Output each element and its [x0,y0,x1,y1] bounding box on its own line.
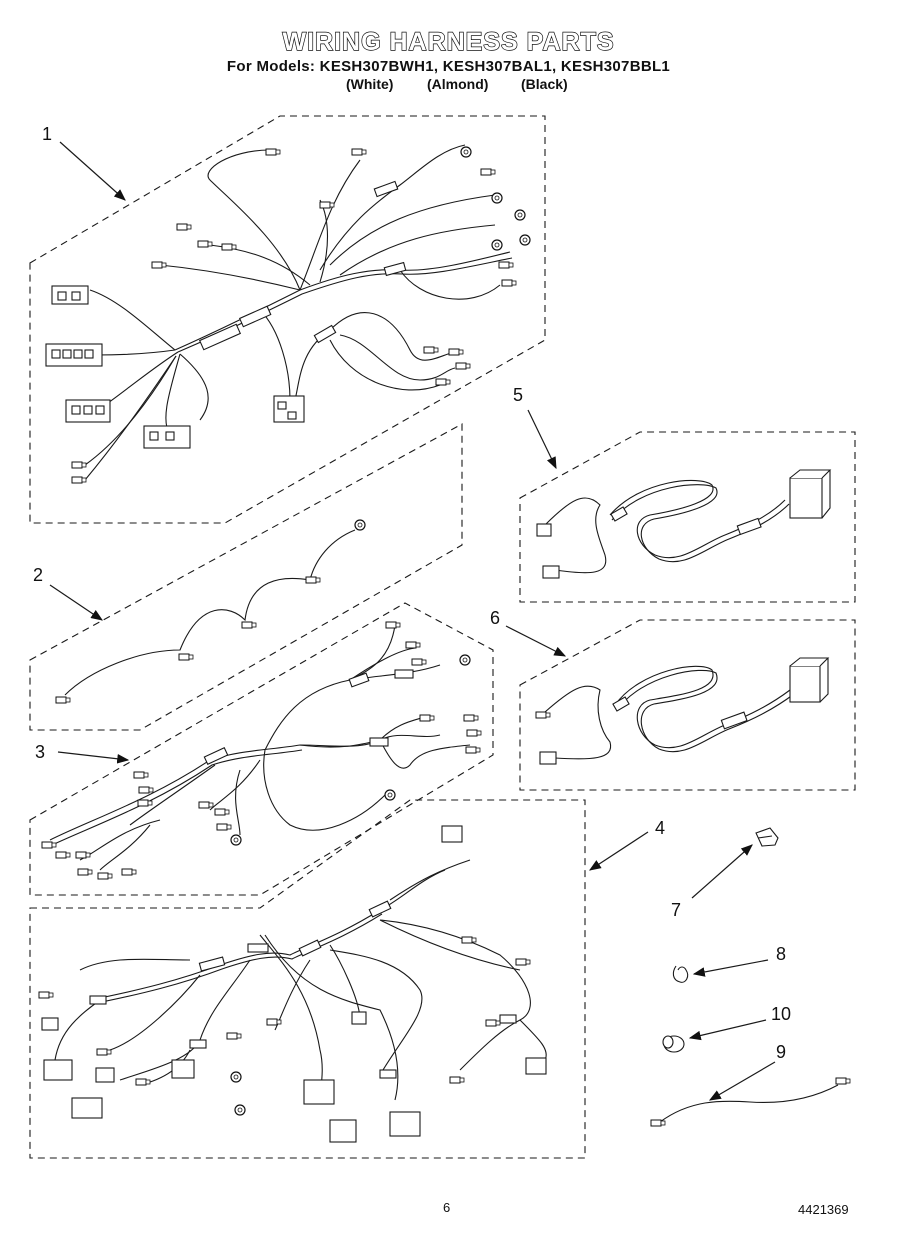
harness-part-3 [29,602,494,896]
harness-part-4 [29,799,586,1159]
leader-6 [505,625,567,657]
leader-8 [692,959,769,977]
callout-7: 7 [671,900,682,920]
color-black-label: (Black) [521,76,568,92]
clip-part-7 [755,827,779,847]
callout-2: 2 [33,565,44,585]
callout-1: 1 [42,124,53,144]
leader-1 [59,141,126,201]
part-3-boundary [29,602,494,896]
leader-5 [527,409,557,470]
part-6-boundary [519,619,856,791]
part-4-boundary [29,799,586,1159]
harness-part-1 [29,115,546,524]
callout-9: 9 [776,1042,787,1062]
color-almond-label: (Almond) [427,76,489,92]
harness-part-6 [519,619,856,791]
leader-2 [49,584,103,621]
part-2-boundary [29,423,463,731]
leader-7 [691,844,753,899]
harness-part-2 [29,423,463,731]
color-white-label: (White) [346,76,394,92]
callout-10: 10 [771,1004,792,1024]
page-number: 6 [443,1200,451,1215]
callout-3: 3 [35,742,46,762]
document-number: 4421369 [798,1202,849,1217]
page-title: WIRING HARNESS PARTS [282,27,615,56]
part-1-boundary [29,115,546,524]
harness-part-5 [519,431,856,603]
leader-4 [588,831,649,871]
callout-6: 6 [490,608,501,628]
callout-5: 5 [513,385,524,405]
grommet-part-10 [662,1035,685,1053]
leader-3 [57,751,130,764]
callout-4: 4 [655,818,666,838]
wire-tie-part-8 [672,965,689,983]
models-line: For Models: KESH307BWH1, KESH307BAL1, KE… [226,58,671,75]
callout-8: 8 [776,944,787,964]
leader-9 [708,1061,776,1101]
jumper-wire-part-9 [650,1077,851,1127]
leader-10 [688,1019,767,1041]
part-5-boundary [519,431,856,603]
